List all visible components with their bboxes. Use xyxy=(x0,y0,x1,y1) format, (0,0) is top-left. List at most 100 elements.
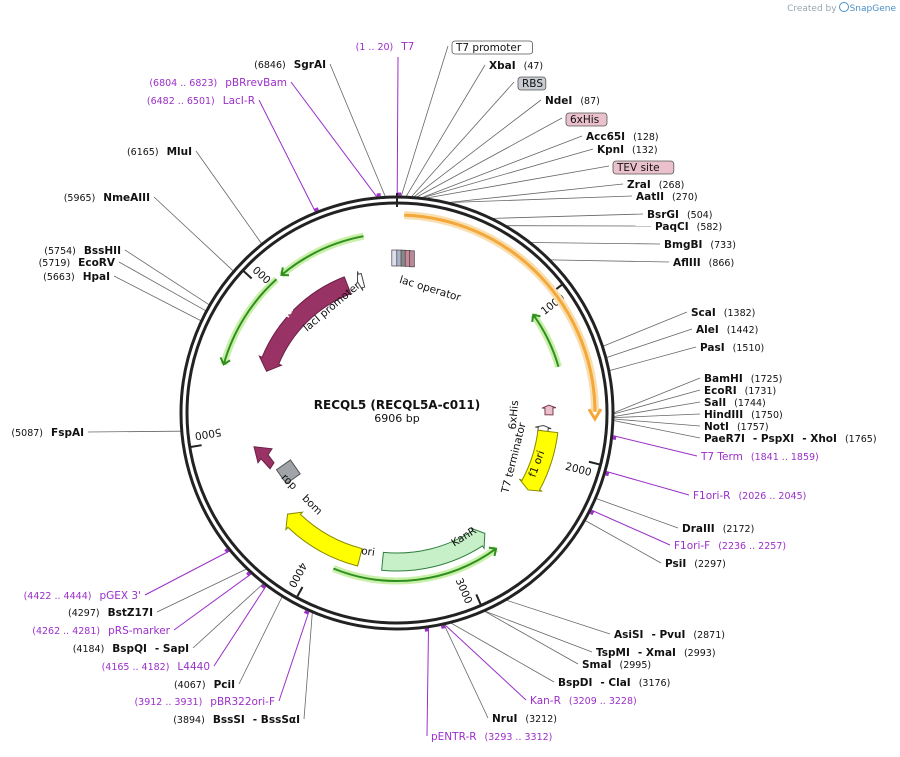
annotation-nmeaiii[interactable]: (5965)NmeAIII xyxy=(64,192,150,204)
annotation-tspmi[interactable]: TspMI- XmaI(2993) xyxy=(596,647,716,659)
annotation-bspdi[interactable]: BspDI- ClaI(3176) xyxy=(558,677,670,689)
annotation-prs-marker[interactable]: (4262 .. 4281)pRS-marker xyxy=(32,625,170,637)
annotation-name2: - BssSαI xyxy=(253,714,300,726)
annotation-mlui[interactable]: (6165)MluI xyxy=(127,146,192,158)
annotation-kpni[interactable]: KpnI(132) xyxy=(597,144,658,156)
annotation-scai[interactable]: ScaI(1382) xyxy=(691,307,755,319)
annotation-pasi[interactable]: PasI(1510) xyxy=(700,342,764,354)
annotation-range: (2236 .. 2257) xyxy=(718,541,786,552)
annotation-alei[interactable]: AleI(1442) xyxy=(696,324,758,336)
annotation-ecorv[interactable]: (5719)EcoRV xyxy=(39,257,116,269)
feature-tag-label: TEV site xyxy=(616,162,660,174)
annotation-range: (1 .. 20) xyxy=(356,42,394,53)
annotation-bspqi[interactable]: (4184)BspQI- SapI xyxy=(73,643,189,655)
annotation-name: XbaI xyxy=(489,60,516,72)
orf-arc-right-head xyxy=(531,313,541,323)
leader-line xyxy=(153,196,234,272)
annotation-acc65i[interactable]: Acc65I(128) xyxy=(586,131,659,143)
annotation-pbrrevbam[interactable]: (6804 .. 6823)pBRrevBam xyxy=(149,77,287,89)
kanr-feature xyxy=(381,527,486,572)
annotation-psii[interactable]: PsiI(2297) xyxy=(665,558,726,570)
annotation-f1ori-r[interactable]: F1ori-R(2026 .. 2045) xyxy=(693,490,806,502)
annotation-range: (2297) xyxy=(694,559,726,570)
primer-label: (3912 .. 3931)pBR322ori-F xyxy=(134,696,275,708)
annotation-name: AsiSI xyxy=(614,629,643,641)
primer-label: (6804 .. 6823)pBRrevBam xyxy=(149,77,287,89)
enzyme-label: (5754)BssHII xyxy=(44,245,121,257)
annotation-range: (1841 .. 1859) xyxy=(751,452,819,463)
annotation-pbr322ori-f[interactable]: (3912 .. 3931)pBR322ori-F xyxy=(134,696,275,708)
feature-tag-box xyxy=(517,76,547,91)
leader-line xyxy=(156,568,247,613)
annotation-t7-primer[interactable]: (1 .. 20)T7 xyxy=(356,41,415,53)
annotation-hpai[interactable]: (5663)HpaI xyxy=(43,271,110,283)
annotation-asisi[interactable]: AsiSI- PvuI(2871) xyxy=(614,629,725,641)
annotation-name: BspQI xyxy=(112,643,147,655)
f1-ori-feature xyxy=(518,429,559,492)
leader-line xyxy=(192,583,264,649)
annotation-name: NdeI xyxy=(545,95,572,107)
annotation-hindiii[interactable]: HindIII(1750) xyxy=(704,409,783,421)
annotation-kan-r[interactable]: Kan-R(3209 .. 3228) xyxy=(530,695,637,707)
annotation-name: PasI xyxy=(700,342,725,354)
annotation-bsssi[interactable]: (3894)BssSI- BssSαI xyxy=(173,714,300,726)
annotation-paqci[interactable]: PaqCI(582) xyxy=(655,221,722,233)
annotation-l4440[interactable]: (4165 .. 4182)L4440 xyxy=(102,661,210,673)
annotation-laci-r[interactable]: (6482 .. 6501)LacI-R xyxy=(147,95,255,107)
annotation-smai[interactable]: SmaI(2995) xyxy=(582,659,651,671)
annotation-name: Acc65I xyxy=(586,131,625,143)
leader-line xyxy=(290,81,378,198)
enzyme-label: PaeR7I- PspXI- XhoI(1765) xyxy=(704,433,877,445)
annotation-noti[interactable]: NotI(1757) xyxy=(704,421,769,433)
annotation-zrai[interactable]: ZraI(268) xyxy=(627,179,684,191)
annotation-bsrgi[interactable]: BsrGI(504) xyxy=(647,209,713,221)
annotation-sgrai[interactable]: (6846)SgrAI xyxy=(254,59,326,71)
primer-site-marker xyxy=(589,510,595,516)
enzyme-label: PsiI(2297) xyxy=(665,558,726,570)
feature-tag-label: RBS xyxy=(522,78,543,90)
annotation-t7-promoter[interactable]: T7 promoter xyxy=(451,40,533,55)
leader-line xyxy=(173,573,252,631)
annotation-pcii[interactable]: (4067)PciI xyxy=(174,679,235,691)
annotation-rbs[interactable]: RBS xyxy=(517,76,547,91)
annotation-range: (3212) xyxy=(525,714,557,725)
enzyme-label: (4297)BstZ17I xyxy=(68,607,153,619)
annotation-pgex3[interactable]: (4422 .. 4444)pGEX 3' xyxy=(24,590,141,602)
recql5-insert-arc xyxy=(404,213,597,412)
leader-line xyxy=(605,470,690,496)
leader-line xyxy=(118,261,206,312)
tick-mark xyxy=(295,586,304,599)
annotation-nrui[interactable]: NruI(3212) xyxy=(492,713,557,725)
annotation-bsshii[interactable]: (5754)BssHII xyxy=(44,245,121,257)
leader-line xyxy=(613,401,701,417)
annotation-bmgbi[interactable]: BmgBI(733) xyxy=(664,239,736,251)
annotation-ecori[interactable]: EcoRI(1731) xyxy=(704,385,776,397)
annotation-ndei[interactable]: NdeI(87) xyxy=(545,95,600,107)
annotation-pentr-r[interactable]: pENTR-R(3293 .. 3312) xyxy=(431,731,552,743)
annotation-bstz17i[interactable]: (4297)BstZ17I xyxy=(68,607,153,619)
leader-line xyxy=(124,249,210,306)
annotation-range: (6804 .. 6823) xyxy=(149,78,217,89)
leader-line xyxy=(613,420,701,439)
leader-line xyxy=(443,624,489,719)
annotation-xbai[interactable]: XbaI (47) xyxy=(489,60,543,72)
leader-line xyxy=(613,377,701,414)
annotation-aatii[interactable]: AatII(270) xyxy=(636,191,698,203)
leader-line xyxy=(444,624,527,701)
annotation-t7-term[interactable]: T7 Term(1841 .. 1859) xyxy=(700,451,819,463)
annotation-6xhis-top[interactable]: 6xHis xyxy=(565,112,608,127)
leader-line xyxy=(612,435,698,457)
annotation-draiii[interactable]: DraIII(2172) xyxy=(682,523,754,535)
enzyme-label: (4067)PciI xyxy=(174,679,235,691)
annotation-paer7i[interactable]: PaeR7I- PspXI- XhoI(1765) xyxy=(704,433,877,445)
orf-arc-bottom xyxy=(333,547,497,582)
annotation-afliii[interactable]: AflIII(866) xyxy=(673,257,734,269)
annotation-sali[interactable]: SalI(1744) xyxy=(704,397,766,409)
annotation-f1ori-f[interactable]: F1ori-F(2236 .. 2257) xyxy=(674,540,786,552)
annotation-fspai[interactable]: (5087)FspAI xyxy=(11,427,84,439)
annotation-range: (47) xyxy=(524,61,544,72)
annotation-bamhi[interactable]: BamHI(1725) xyxy=(704,373,782,385)
annotation-name: FspAI xyxy=(51,427,84,439)
annotation-tev[interactable]: TEV site xyxy=(612,160,675,175)
enzyme-label: PaqCI(582) xyxy=(655,221,722,233)
